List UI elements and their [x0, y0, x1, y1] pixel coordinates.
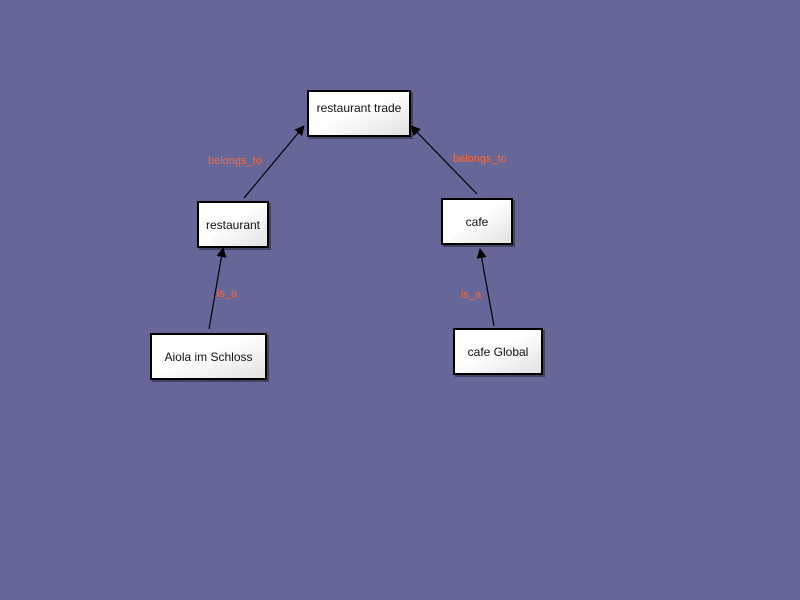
node-label: cafe Global — [467, 344, 529, 359]
node-restaurant-trade[interactable]: restaurant trade — [307, 90, 411, 137]
node-label: restaurant trade — [316, 100, 402, 115]
edge-label-belongs-to: belongs_to — [453, 153, 507, 165]
edge-label-is-a: is_a — [461, 289, 482, 301]
node-aiola-im-schloss[interactable]: Aiola im Schloss — [150, 333, 267, 380]
edge-label-belongs-to: belongs_to — [208, 155, 262, 167]
edge-label-is-a: is_a — [217, 288, 238, 300]
node-restaurant[interactable]: restaurant — [197, 201, 269, 248]
node-cafe-global[interactable]: cafe Global — [453, 328, 543, 375]
node-label: restaurant — [205, 217, 261, 232]
node-label: Aiola im Schloss — [164, 349, 253, 364]
edge-cafe-global-is-a-cafe — [476, 248, 495, 327]
node-label: cafe — [465, 214, 489, 229]
edge-cafe-belongs-to-restaurant-trade — [410, 125, 478, 195]
edge-aiola-is-a-restaurant — [208, 247, 227, 330]
node-cafe[interactable]: cafe — [441, 198, 513, 245]
edge-restaurant-belongs-to-restaurant-trade — [243, 125, 305, 199]
